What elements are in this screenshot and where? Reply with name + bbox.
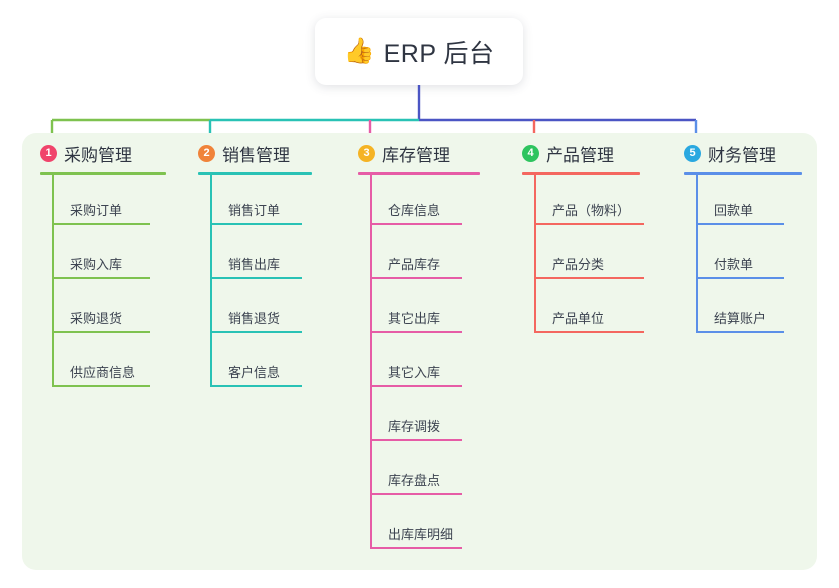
column-item-label: 产品分类 — [552, 257, 605, 272]
column-item[interactable]: 采购入库 — [52, 245, 150, 279]
column-header-3[interactable]: 3 库存管理 — [358, 141, 450, 166]
column-item-label: 产品（物料） — [552, 203, 631, 218]
column-header-5[interactable]: 5 财务管理 — [684, 141, 776, 166]
column-item-label: 采购订单 — [70, 203, 123, 218]
column-item-rule — [52, 385, 150, 387]
column-item-label: 结算账户 — [714, 311, 767, 326]
column-item-rule — [534, 331, 644, 333]
column-title: 产品管理 — [546, 146, 614, 165]
column-spine — [210, 174, 212, 387]
column-item-rule — [210, 223, 302, 225]
column-item-label: 其它出库 — [388, 311, 441, 326]
column-item-label: 客户信息 — [228, 365, 281, 380]
column-badge-number: 4 — [522, 145, 539, 162]
column-title: 销售管理 — [222, 146, 290, 165]
column-item-rule — [370, 331, 462, 333]
column-item-rule — [210, 385, 302, 387]
column-item[interactable]: 付款单 — [696, 245, 784, 279]
column-item[interactable]: 产品单位 — [534, 299, 644, 333]
column-header-rule — [358, 172, 480, 175]
column-item[interactable]: 客户信息 — [210, 353, 302, 387]
column-item-label: 采购退货 — [70, 311, 123, 326]
column-item-label: 出库库明细 — [388, 527, 454, 542]
column-item[interactable]: 库存调拨 — [370, 407, 462, 441]
column-spine — [52, 174, 54, 387]
column-item-label: 库存调拨 — [388, 419, 441, 434]
column-item-label: 付款单 — [714, 257, 754, 272]
column-item-rule — [696, 277, 784, 279]
column-item-label: 采购入库 — [70, 257, 123, 272]
column-item[interactable]: 采购退货 — [52, 299, 150, 333]
column-item-rule — [534, 277, 644, 279]
column-item[interactable]: 其它出库 — [370, 299, 462, 333]
column-item-label: 供应商信息 — [70, 365, 136, 380]
column-item[interactable]: 供应商信息 — [52, 353, 150, 387]
column-spine — [370, 174, 372, 549]
column-item-label: 销售出库 — [228, 257, 281, 272]
column-header-rule — [684, 172, 802, 175]
column-item-rule — [52, 331, 150, 333]
column-item[interactable]: 产品库存 — [370, 245, 462, 279]
column-spine — [534, 174, 536, 333]
column-item-label: 其它入库 — [388, 365, 441, 380]
column-title: 采购管理 — [64, 146, 132, 165]
column-item[interactable]: 产品分类 — [534, 245, 644, 279]
column-item-label: 仓库信息 — [388, 203, 441, 218]
column-title: 库存管理 — [382, 146, 450, 165]
column-header-rule — [40, 172, 166, 175]
column-item-rule — [370, 547, 462, 549]
column-item[interactable]: 采购订单 — [52, 191, 150, 225]
column-item-rule — [370, 493, 462, 495]
column-item[interactable]: 销售退货 — [210, 299, 302, 333]
column-badge-number: 1 — [40, 145, 57, 162]
column-item-rule — [210, 277, 302, 279]
column-item[interactable]: 销售订单 — [210, 191, 302, 225]
column-item-rule — [370, 385, 462, 387]
column-item-rule — [370, 223, 462, 225]
column-item[interactable]: 其它入库 — [370, 353, 462, 387]
column-item[interactable]: 仓库信息 — [370, 191, 462, 225]
column-item-rule — [696, 331, 784, 333]
column-item-rule — [370, 439, 462, 441]
column-item-label: 产品单位 — [552, 311, 605, 326]
column-header-2[interactable]: 2 销售管理 — [198, 141, 290, 166]
column-badge-number: 5 — [684, 145, 701, 162]
column-header-1[interactable]: 1 采购管理 — [40, 141, 132, 166]
column-header-rule — [198, 172, 312, 175]
column-item-label: 销售订单 — [228, 203, 281, 218]
column-item[interactable]: 销售出库 — [210, 245, 302, 279]
column-badge-number: 2 — [198, 145, 215, 162]
diagram-panel: 1 采购管理采购订单采购入库采购退货供应商信息 2 销售管理销售订单销售出库销售退货客… — [22, 133, 817, 570]
column-item-rule — [210, 331, 302, 333]
column-item[interactable]: 出库库明细 — [370, 515, 462, 549]
column-item[interactable]: 库存盘点 — [370, 461, 462, 495]
column-item-rule — [370, 277, 462, 279]
column-item-rule — [534, 223, 644, 225]
root-node-card[interactable]: 👍 ERP 后台 — [315, 18, 523, 85]
column-item[interactable]: 产品（物料） — [534, 191, 644, 225]
column-item-rule — [52, 277, 150, 279]
column-item[interactable]: 结算账户 — [696, 299, 784, 333]
column-header-4[interactable]: 4 产品管理 — [522, 141, 614, 166]
column-item-label: 销售退货 — [228, 311, 281, 326]
column-item-label: 库存盘点 — [388, 473, 441, 488]
thumbs-up-icon: 👍 — [343, 37, 375, 65]
root-node-title: ERP 后台 — [383, 39, 495, 68]
column-item-label: 产品库存 — [388, 257, 441, 272]
column-item-rule — [696, 223, 784, 225]
column-item-label: 回款单 — [714, 203, 754, 218]
column-title: 财务管理 — [708, 146, 776, 165]
column-spine — [696, 174, 698, 333]
column-header-rule — [522, 172, 640, 175]
column-item-rule — [52, 223, 150, 225]
column-badge-number: 3 — [358, 145, 375, 162]
column-item[interactable]: 回款单 — [696, 191, 784, 225]
